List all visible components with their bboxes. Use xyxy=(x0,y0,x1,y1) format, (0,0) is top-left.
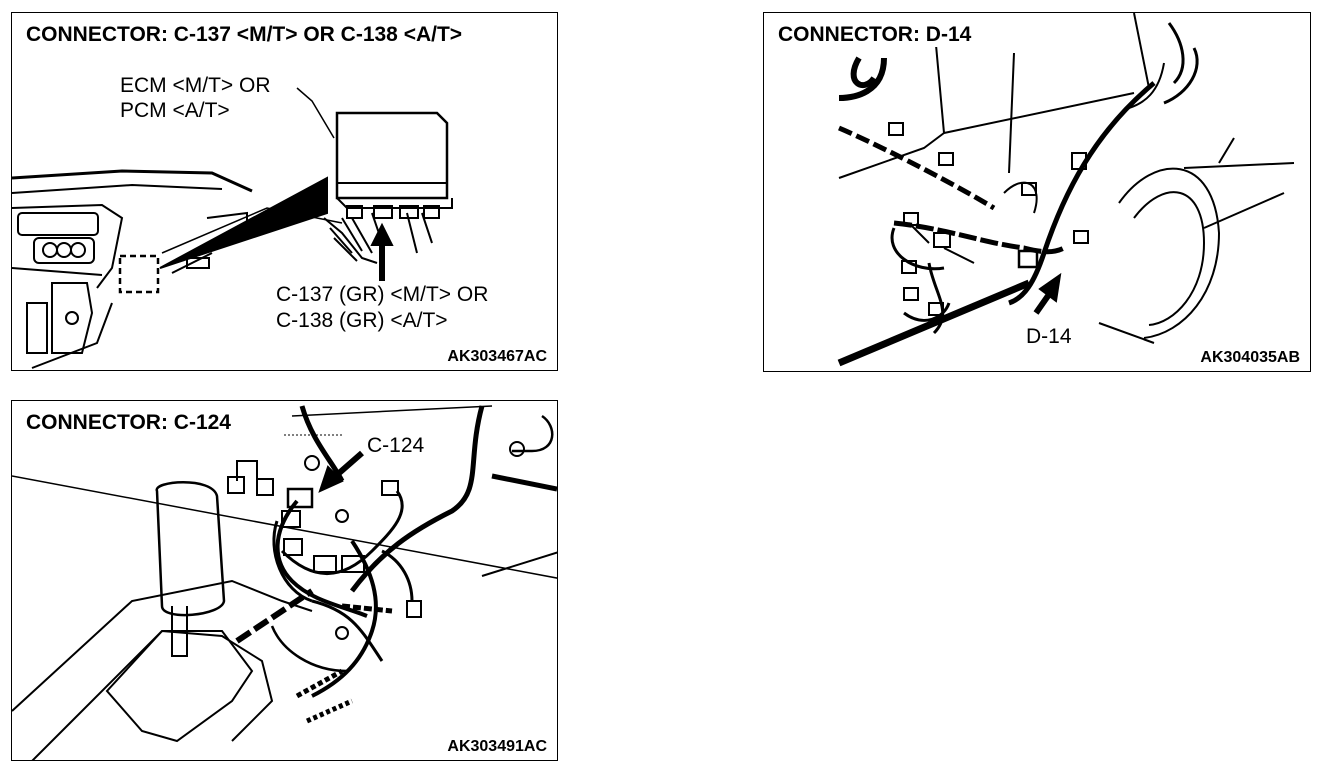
figure-code: AK304035AB xyxy=(1200,349,1300,366)
panel1-illustration xyxy=(12,87,453,369)
panel-title: CONNECTOR: C-124 xyxy=(24,411,233,435)
connector-label: C-124 xyxy=(367,434,425,457)
connector-label-line1: C-137 (GR) <M/T> OR xyxy=(276,283,489,307)
panel2-illustration xyxy=(837,13,1295,367)
ecm-pcm-label-line1: ECM <M/T> OR xyxy=(120,74,271,98)
panel-title: CONNECTOR: D-14 xyxy=(776,23,974,47)
diagram-panel-d14: CONNECTOR: D-14 D-14 AK304035AB xyxy=(763,12,1311,372)
figure-code: AK303491AC xyxy=(447,738,547,755)
connector-label-line2: C-138 (GR) <A/T> xyxy=(276,309,448,333)
panel-title: CONNECTOR: C-137 <M/T> OR C-138 <A/T> xyxy=(24,23,465,47)
panel3-illustration xyxy=(12,405,557,760)
connector-label: D-14 xyxy=(1026,325,1072,348)
diagram-panel-c137-c138: CONNECTOR: C-137 <M/T> OR C-138 <A/T> EC… xyxy=(11,12,558,371)
diagram-panel-c124: CONNECTOR: C-124 C-124 AK303491AC xyxy=(11,400,558,761)
figure-code: AK303467AC xyxy=(447,348,547,365)
ecm-pcm-label-line2: PCM <A/T> xyxy=(120,99,230,123)
